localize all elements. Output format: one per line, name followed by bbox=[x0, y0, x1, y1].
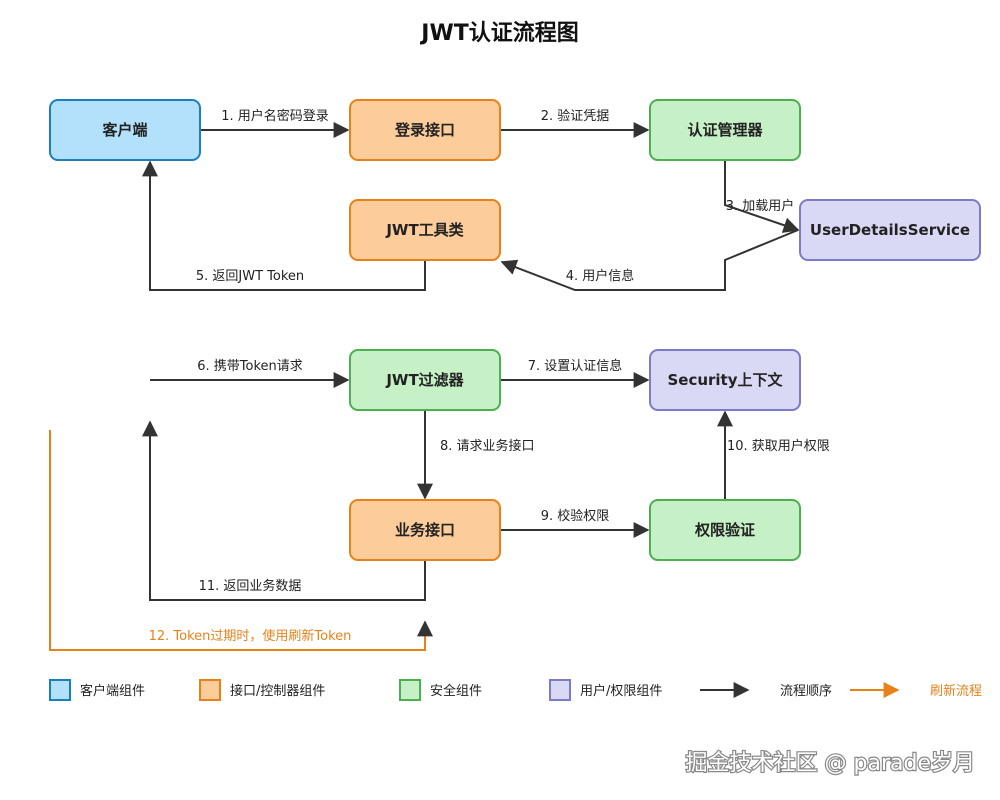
edge-2-label: 2. 验证凭据 bbox=[541, 108, 610, 124]
edge-12-line bbox=[49, 430, 433, 651]
legend-client-label: 客户端组件 bbox=[80, 683, 145, 699]
edge-7-label: 7. 设置认证信息 bbox=[528, 358, 623, 374]
node-jwt-util-box bbox=[349, 199, 501, 261]
legend-refresh-label: 刷新流程 bbox=[930, 683, 982, 699]
node-permission-check-label: 权限验证 bbox=[694, 521, 755, 539]
node-jwt-util-label: JWT工具类 bbox=[385, 221, 464, 239]
edge-3-label: 3. 加载用户 bbox=[726, 198, 795, 214]
node-login-api-label: 登录接口 bbox=[394, 121, 455, 139]
edge-9-label: 9. 校验权限 bbox=[541, 508, 610, 524]
legend-user-label: 用户/权限组件 bbox=[580, 683, 662, 699]
node-auth-manager-box bbox=[649, 99, 801, 161]
node-login-api: 登录接口 bbox=[349, 99, 501, 161]
edge-12-label: 12. Token过期时，使用刷新Token bbox=[149, 628, 352, 644]
node-security-context-box bbox=[649, 349, 801, 411]
legend-client-swatch bbox=[49, 679, 71, 701]
edge-8-label: 8. 请求业务接口 bbox=[440, 438, 535, 454]
legend-interface-label: 接口/控制器组件 bbox=[230, 683, 325, 699]
node-security-context: Security上下文 bbox=[649, 349, 801, 411]
edge-10-label: 10. 获取用户权限 bbox=[727, 438, 830, 454]
node-jwt-util: JWT工具类 bbox=[349, 199, 501, 261]
node-jwt-filter-box bbox=[349, 349, 501, 411]
node-login-api-box bbox=[349, 99, 501, 161]
diagram-title: JWT认证流程图 bbox=[419, 20, 578, 46]
node-client-box bbox=[49, 99, 201, 161]
node-jwt-filter: JWT过滤器 bbox=[349, 349, 501, 411]
edge-11-label: 11. 返回业务数据 bbox=[199, 578, 302, 594]
node-permission-check: 权限验证 bbox=[649, 499, 801, 561]
node-permission-check-box bbox=[649, 499, 801, 561]
edge-11-line bbox=[142, 420, 426, 601]
legend-interface-swatch bbox=[199, 679, 221, 701]
node-user-details-service-label: UserDetailsService bbox=[810, 221, 970, 239]
node-auth-manager: 认证管理器 bbox=[649, 99, 801, 161]
node-client: 客户端 bbox=[49, 99, 201, 161]
edge-5-label: 5. 返回JWT Token bbox=[196, 269, 304, 284]
node-jwt-filter-label: JWT过滤器 bbox=[385, 371, 464, 389]
node-auth-manager-label: 认证管理器 bbox=[687, 121, 763, 139]
watermark: 掘金技术社区 @ parade岁月 bbox=[686, 751, 975, 776]
node-business-api: 业务接口 bbox=[349, 499, 501, 561]
node-business-api-box bbox=[349, 499, 501, 561]
legend: 客户端组件 接口/控制器组件 安全组件 用户/权限组件 流程顺序 刷新流程 bbox=[49, 679, 982, 701]
legend-security-swatch bbox=[399, 679, 421, 701]
edge-1-label: 1. 用户名密码登录 bbox=[221, 108, 329, 124]
node-business-api-label: 业务接口 bbox=[395, 521, 455, 539]
legend-user-swatch bbox=[549, 679, 571, 701]
edge-5-line bbox=[142, 160, 426, 291]
edge-4-label: 4. 用户信息 bbox=[566, 268, 635, 284]
edge-3-line bbox=[724, 160, 800, 233]
edge-4-line bbox=[500, 229, 799, 291]
node-client-label: 客户端 bbox=[101, 121, 147, 139]
node-security-context-label: Security上下文 bbox=[667, 371, 783, 389]
legend-flow-label: 流程顺序 bbox=[780, 684, 832, 699]
edge-6-label: 6. 携带Token请求 bbox=[197, 358, 303, 374]
node-user-details-service-box bbox=[799, 199, 981, 261]
legend-security-label: 安全组件 bbox=[430, 683, 482, 699]
node-user-details-service: UserDetailsService bbox=[799, 199, 981, 261]
